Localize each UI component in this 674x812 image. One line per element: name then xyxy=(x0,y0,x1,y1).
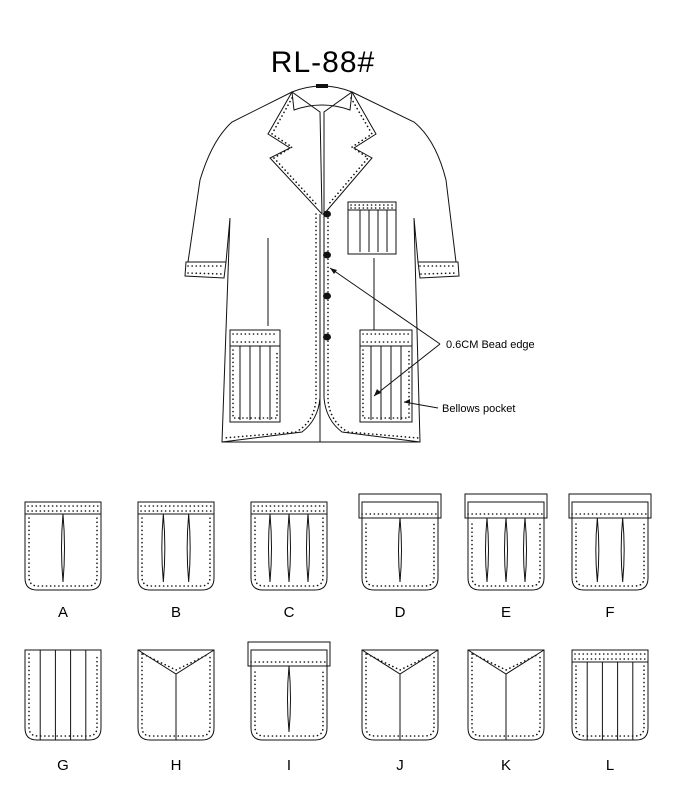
left-cuff xyxy=(184,261,227,279)
pocket-style-grid: A B C D E F G H I J K L xyxy=(24,493,652,774)
pocket-style-label: E xyxy=(501,604,511,621)
pocket-band xyxy=(24,501,102,515)
pocket-outline xyxy=(361,649,439,741)
pleat xyxy=(186,513,191,583)
right-cuff xyxy=(417,261,460,279)
bellows-pocket-note: Bellows pocket xyxy=(442,403,515,415)
pocket-flap xyxy=(464,493,548,519)
pocket-style-l: L xyxy=(571,649,649,774)
pocket-outline xyxy=(250,501,328,591)
pocket-style-label: L xyxy=(606,757,614,774)
pocket-style-label: K xyxy=(501,757,511,774)
pocket-outline xyxy=(571,649,649,741)
left-lapel xyxy=(267,91,323,216)
right-bellows-pocket xyxy=(359,329,413,423)
pocket-style-label: D xyxy=(395,604,406,621)
pocket-band xyxy=(571,649,649,663)
pocket-style-h: H xyxy=(137,649,215,774)
pocket-outline xyxy=(571,501,649,591)
pocket-style-e: E xyxy=(464,493,548,621)
pocket-outline xyxy=(250,649,328,741)
pleat xyxy=(61,513,65,583)
hanger-loop xyxy=(316,84,328,88)
pocket-outline xyxy=(467,501,545,591)
pleat xyxy=(398,517,402,583)
pocket-style-b: B xyxy=(137,501,215,621)
pleat xyxy=(485,517,489,583)
pleat xyxy=(595,517,600,583)
pocket-style-label: J xyxy=(396,757,404,774)
pocket-outline xyxy=(467,649,545,741)
pocket-band xyxy=(137,501,215,515)
pleat xyxy=(523,517,527,583)
pleat xyxy=(161,513,166,583)
pleat xyxy=(306,513,310,583)
pocket-style-k: K xyxy=(467,649,545,774)
pleat xyxy=(620,517,625,583)
pocket-style-a: A xyxy=(24,501,102,621)
chest-pocket xyxy=(347,201,397,255)
pocket-style-d: D xyxy=(358,493,442,621)
pocket-style-j: J xyxy=(361,649,439,774)
pocket-style-c: C xyxy=(250,501,328,621)
pocket-outline xyxy=(24,649,102,741)
pocket-outline xyxy=(24,501,102,591)
pleat xyxy=(268,513,272,583)
pocket-flap xyxy=(247,641,331,667)
pleat xyxy=(287,665,291,733)
pocket-style-label: H xyxy=(171,757,182,774)
pocket-style-g: G xyxy=(24,649,102,774)
pocket-style-label: A xyxy=(58,604,68,621)
button xyxy=(323,210,331,218)
pocket-outline xyxy=(137,501,215,591)
right-lapel xyxy=(323,91,377,216)
pocket-style-label: I xyxy=(287,757,291,774)
button xyxy=(323,333,331,341)
lab-coat-drawing xyxy=(184,84,460,443)
style-title: RL-88# xyxy=(271,46,375,79)
pocket-band xyxy=(250,501,328,515)
button xyxy=(323,292,331,300)
pocket-style-i: I xyxy=(247,641,331,774)
pocket-outline xyxy=(361,501,439,591)
pocket-flap xyxy=(568,493,652,519)
pleat xyxy=(287,513,291,583)
pocket-outline xyxy=(137,649,215,741)
pleat xyxy=(504,517,508,583)
button xyxy=(323,251,331,259)
bead-edge-note: 0.6CM Bead edge xyxy=(446,339,535,351)
pocket-style-f: F xyxy=(568,493,652,621)
pocket-style-label: G xyxy=(57,757,69,774)
collar-band xyxy=(291,85,353,111)
pocket-style-label: F xyxy=(605,604,614,621)
left-bellows-pocket xyxy=(229,329,281,423)
pocket-style-label: B xyxy=(171,604,181,621)
coat-outline xyxy=(187,91,457,443)
pocket-style-label: C xyxy=(284,604,295,621)
pocket-flap xyxy=(358,493,442,519)
